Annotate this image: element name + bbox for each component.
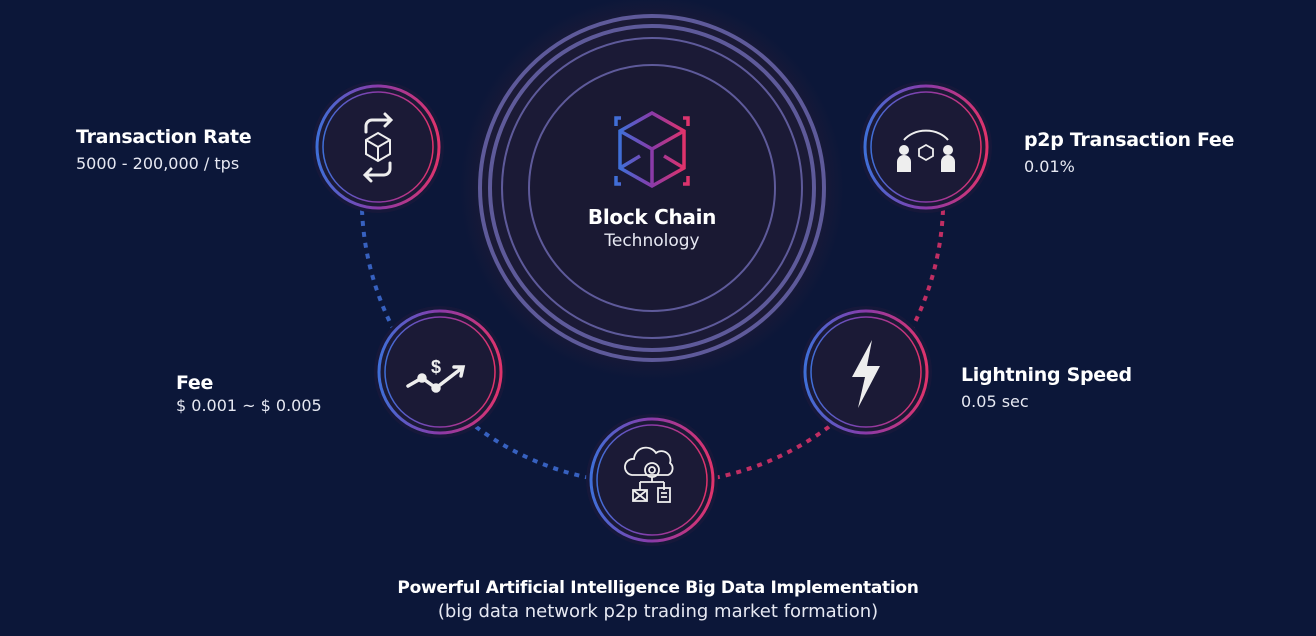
- dollar-trend-icon: $: [406, 357, 466, 393]
- central-label: Block Chain Technology: [552, 205, 752, 251]
- exchange-cube-icon: [362, 112, 394, 183]
- feature-title: p2p Transaction Fee: [1024, 129, 1235, 151]
- center-title: Block Chain: [587, 205, 717, 229]
- feature-transaction-rate: Transaction Rate 5000 - 200,000 / tps: [76, 126, 252, 173]
- feature-title: Transaction Rate: [76, 126, 252, 148]
- feature-value: 5000 - 200,000 / tps: [76, 154, 240, 173]
- central-circle: [460, 0, 844, 380]
- feature-p2p-fee: p2p Transaction Fee 0.01%: [1024, 129, 1234, 176]
- feature-title: Fee: [176, 372, 214, 394]
- blockchain-cube-icon: [614, 110, 690, 189]
- lightning-icon: [852, 340, 880, 408]
- feature-fee: Fee $ 0.001 ~ $ 0.005: [176, 372, 322, 415]
- cloud-gear-icon: [624, 446, 674, 503]
- feature-value: $ 0.001 ~ $ 0.005: [176, 396, 322, 415]
- center-subtitle: Technology: [604, 231, 700, 251]
- svg-text:$: $: [431, 357, 441, 377]
- feature-value: 0.01%: [1024, 157, 1075, 176]
- feature-title: Lightning Speed: [961, 364, 1132, 386]
- bottom-title: Powerful Artificial Intelligence Big Dat…: [397, 578, 919, 598]
- p2p-users-icon: [897, 129, 955, 172]
- node-circles: [312, 81, 992, 546]
- bottom-subtitle: (big data network p2p trading market for…: [437, 601, 879, 622]
- feature-value: 0.05 sec: [961, 392, 1029, 411]
- feature-lightning-speed: Lightning Speed 0.05 sec: [961, 364, 1132, 411]
- bottom-label: Powerful Artificial Intelligence Big Dat…: [0, 578, 1316, 622]
